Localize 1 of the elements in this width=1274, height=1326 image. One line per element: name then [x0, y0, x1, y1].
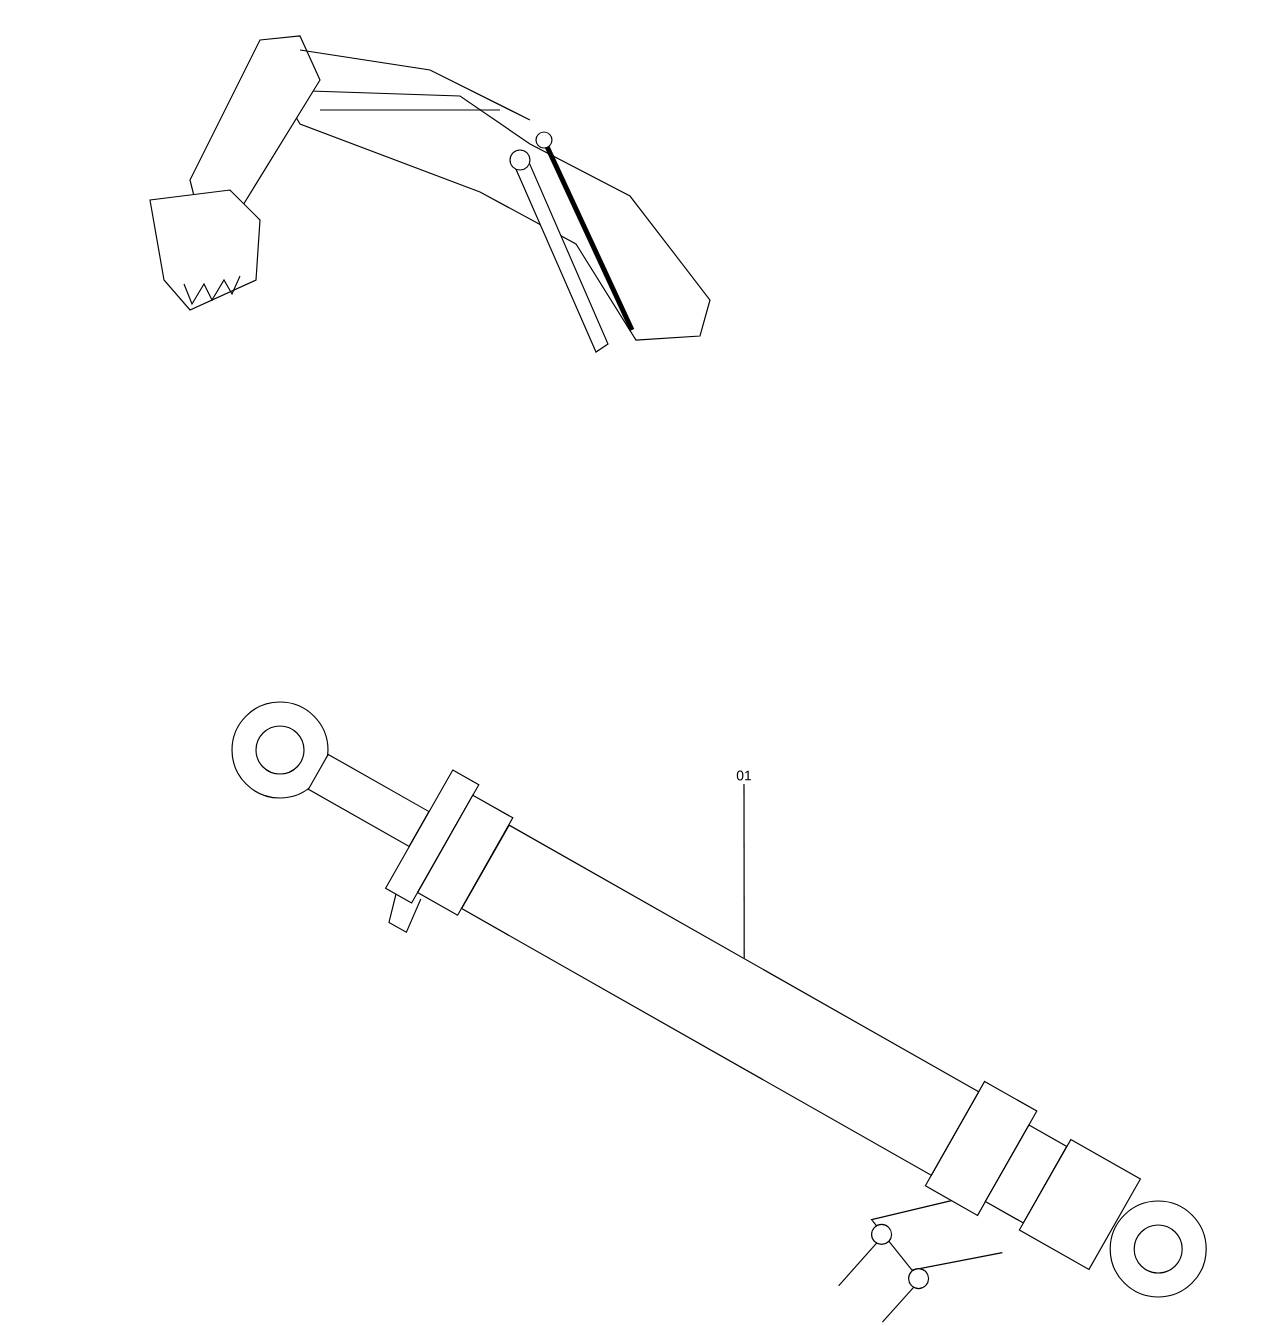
leader-line	[743, 783, 745, 959]
